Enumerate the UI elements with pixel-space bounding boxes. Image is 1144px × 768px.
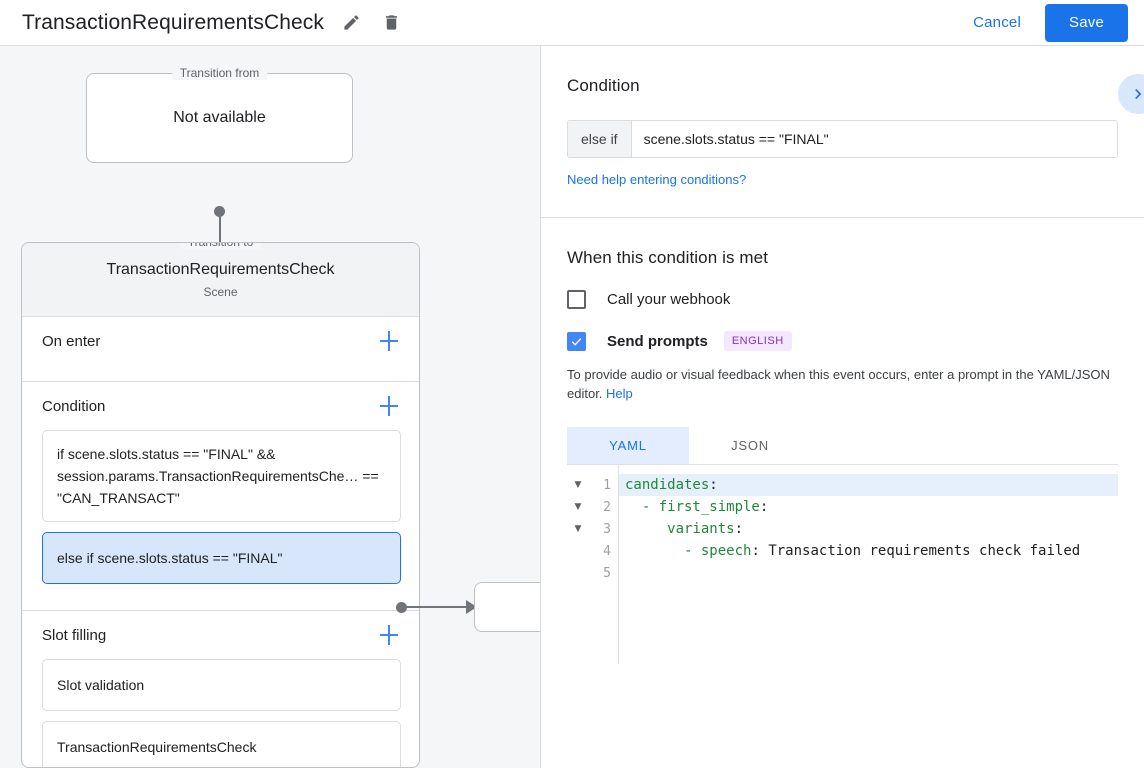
- add-on-enter-button[interactable]: [377, 329, 401, 353]
- section-header-on-enter: On enter: [22, 317, 419, 365]
- transition-from-node[interactable]: Transition from Not available: [86, 66, 353, 163]
- list-item[interactable]: Slot validation: [42, 659, 401, 711]
- editor-tabs: YAML JSON: [567, 427, 1118, 464]
- section-title: On enter: [42, 332, 101, 350]
- scene-header: TransactionRequirementsCheck Scene: [22, 243, 419, 317]
- prompts-description: To provide audio or visual feedback when…: [567, 365, 1118, 403]
- yaml-key: - speech: [684, 543, 752, 559]
- scene-name: TransactionRequirementsCheck: [106, 260, 335, 278]
- yaml-value: Transaction requirements check failed: [759, 543, 1081, 559]
- gutter-line: 4: [567, 540, 618, 562]
- gutter-line: ▼1: [567, 474, 618, 496]
- transition-to-node[interactable]: Transition to TransactionRequirementsChe…: [21, 242, 420, 768]
- page-title: TransactionRequirementsCheck: [22, 10, 324, 34]
- prompts-description-text: To provide audio or visual feedback when…: [567, 367, 1110, 401]
- line-number: 1: [603, 477, 611, 493]
- section-condition: Condition if scene.slots.status == "FINA…: [22, 382, 419, 611]
- editor-code-area[interactable]: candidates: - first_simple: variants: - …: [619, 465, 1118, 664]
- webhook-checkbox[interactable]: [567, 290, 586, 309]
- gutter-line: 5: [567, 562, 618, 584]
- condition-expression-input[interactable]: scene.slots.status == "FINAL": [631, 121, 1117, 157]
- pencil-icon[interactable]: [338, 10, 364, 36]
- yaml-key: - first_simple: [641, 499, 760, 515]
- transition-to-legend: Transition to: [179, 243, 262, 249]
- trash-icon[interactable]: [378, 10, 404, 36]
- chevron-right-icon[interactable]: [1118, 74, 1144, 114]
- condition-help-row: Need help entering conditions?: [567, 171, 1118, 189]
- section-slot-filling: Slot filling Slot validation Transaction…: [22, 611, 419, 767]
- fold-toggle-icon[interactable]: ▼: [574, 480, 582, 490]
- when-condition-met-block: When this condition is met Call your web…: [541, 218, 1144, 690]
- yaml-punct: :: [709, 477, 718, 493]
- send-prompts-checkbox[interactable]: [567, 331, 586, 351]
- line-number: 2: [603, 499, 611, 515]
- yaml-punct: :: [759, 499, 769, 515]
- code-line: variants:: [619, 518, 1118, 540]
- cancel-button[interactable]: Cancel: [963, 6, 1031, 39]
- add-slot-filling-button[interactable]: [377, 623, 401, 647]
- gutter-line: ▼3: [567, 518, 618, 540]
- line-number: 4: [603, 543, 611, 559]
- flow-canvas[interactable]: Transition from Not available Transition…: [0, 46, 540, 768]
- fold-toggle-icon[interactable]: ▼: [574, 524, 582, 534]
- add-condition-button[interactable]: [377, 394, 401, 418]
- section-on-enter: On enter: [22, 317, 419, 382]
- send-prompts-label: Send prompts: [607, 332, 708, 350]
- section-title: Condition: [42, 397, 106, 415]
- transition-from-legend: Transition from: [171, 66, 268, 80]
- yaml-key: variants: [667, 521, 735, 537]
- scene-type: Scene: [203, 284, 238, 299]
- line-number: 3: [603, 521, 611, 537]
- when-met-heading: When this condition is met: [567, 248, 769, 267]
- connector-dot-vertical: [214, 206, 225, 217]
- yaml-punct: :: [751, 543, 760, 559]
- list-item[interactable]: else if scene.slots.status == "FINAL": [42, 532, 401, 584]
- editor-gutter: ▼1 ▼2 ▼3 4 5: [567, 465, 619, 664]
- line-number: 5: [603, 565, 611, 581]
- section-header-slot-filling: Slot filling: [22, 611, 419, 659]
- language-badge: ENGLISH: [723, 331, 792, 351]
- webhook-label: Call your webhook: [607, 291, 731, 308]
- yaml-key: candidates: [625, 477, 710, 493]
- condition-heading: Condition: [567, 76, 640, 95]
- section-header-condition: Condition: [22, 382, 419, 430]
- list-item[interactable]: if scene.slots.status == "FINAL" && sess…: [42, 430, 401, 522]
- page-header: TransactionRequirementsCheck Cancel Save: [0, 0, 1144, 46]
- condition-prefix: else if: [568, 121, 632, 157]
- condition-help-link[interactable]: Need help entering conditions?: [567, 172, 747, 187]
- help-link[interactable]: Help: [606, 386, 633, 401]
- condition-input-row[interactable]: else if scene.slots.status == "FINAL": [567, 120, 1118, 158]
- section-title: Slot filling: [42, 626, 107, 644]
- code-line: candidates:: [619, 474, 1118, 496]
- list-item[interactable]: TransactionRequirementsCheck: [42, 721, 401, 767]
- code-line: - speech: Transaction requirements check…: [619, 540, 1118, 562]
- tab-json[interactable]: JSON: [731, 438, 769, 453]
- tab-yaml[interactable]: YAML: [567, 427, 689, 464]
- prompts-row[interactable]: Send prompts ENGLISH: [567, 331, 1118, 351]
- next-node-partial[interactable]: [474, 582, 540, 632]
- details-panel: Condition else if scene.slots.status == …: [540, 46, 1144, 768]
- gutter-line: ▼2: [567, 496, 618, 518]
- fold-toggle-icon[interactable]: ▼: [574, 502, 582, 512]
- code-line: [619, 562, 1118, 584]
- save-button[interactable]: Save: [1045, 3, 1128, 42]
- code-line: - first_simple:: [619, 496, 1118, 518]
- yaml-punct: :: [734, 521, 744, 537]
- transition-from-title: Not available: [173, 109, 266, 126]
- webhook-row[interactable]: Call your webhook: [567, 290, 1118, 309]
- code-editor[interactable]: ▼1 ▼2 ▼3 4 5 candidates: - first_simple:…: [567, 464, 1118, 664]
- condition-block: Condition else if scene.slots.status == …: [541, 46, 1144, 218]
